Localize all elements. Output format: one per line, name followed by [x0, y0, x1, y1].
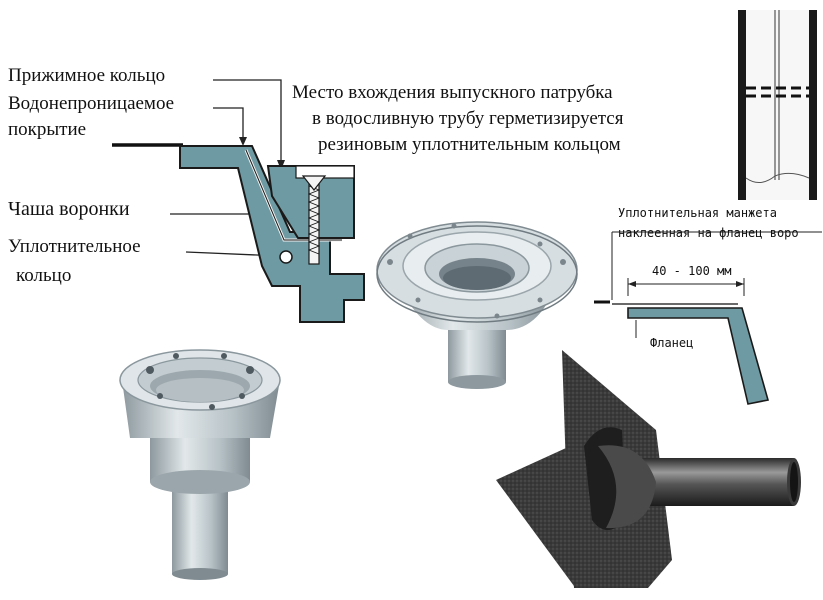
metal-funnel-left — [119, 349, 281, 580]
label-pressure-ring: Прижимное кольцо — [8, 65, 166, 86]
section-drawing — [112, 79, 365, 323]
flange-detail-drawing — [594, 231, 822, 405]
label-sealing-ring-cont: кольцо — [16, 265, 72, 286]
sealing-ring-icon — [279, 250, 293, 264]
membrane-cuff-photo — [496, 350, 801, 588]
label-waterproof-coating-cont: покрытие — [8, 119, 87, 140]
flange-bolt-icons — [387, 223, 566, 319]
label-flange: Фланец — [650, 336, 694, 350]
label-sealing-ring: Уплотнительное — [8, 236, 141, 257]
outlet-note-line3: резиновым уплотнительным кольцом — [318, 134, 621, 155]
label-waterproof-coating: Водонепроницаемое — [8, 93, 175, 114]
label-dimension: 40 - 100 мм — [652, 264, 732, 278]
outlet-note-line2: в водосливную трубу герметизируется — [312, 108, 624, 129]
leader-coating — [213, 107, 244, 142]
pipe-section-drawing — [738, 10, 817, 200]
label-sealing-cuff-cont: наклеенная на фланец воро — [618, 226, 799, 240]
arrow-coating — [239, 137, 247, 146]
outlet-note-line1: Место вхождения выпускного патрубка — [292, 82, 613, 103]
label-funnel-bowl: Чаша воронки — [8, 198, 130, 220]
label-sealing-cuff: Уплотнительная манжета — [618, 206, 777, 220]
leader-pressure-ring — [213, 79, 282, 165]
metal-funnel-center — [376, 221, 578, 389]
bolt-icon — [301, 175, 327, 265]
flange-section — [627, 307, 770, 405]
